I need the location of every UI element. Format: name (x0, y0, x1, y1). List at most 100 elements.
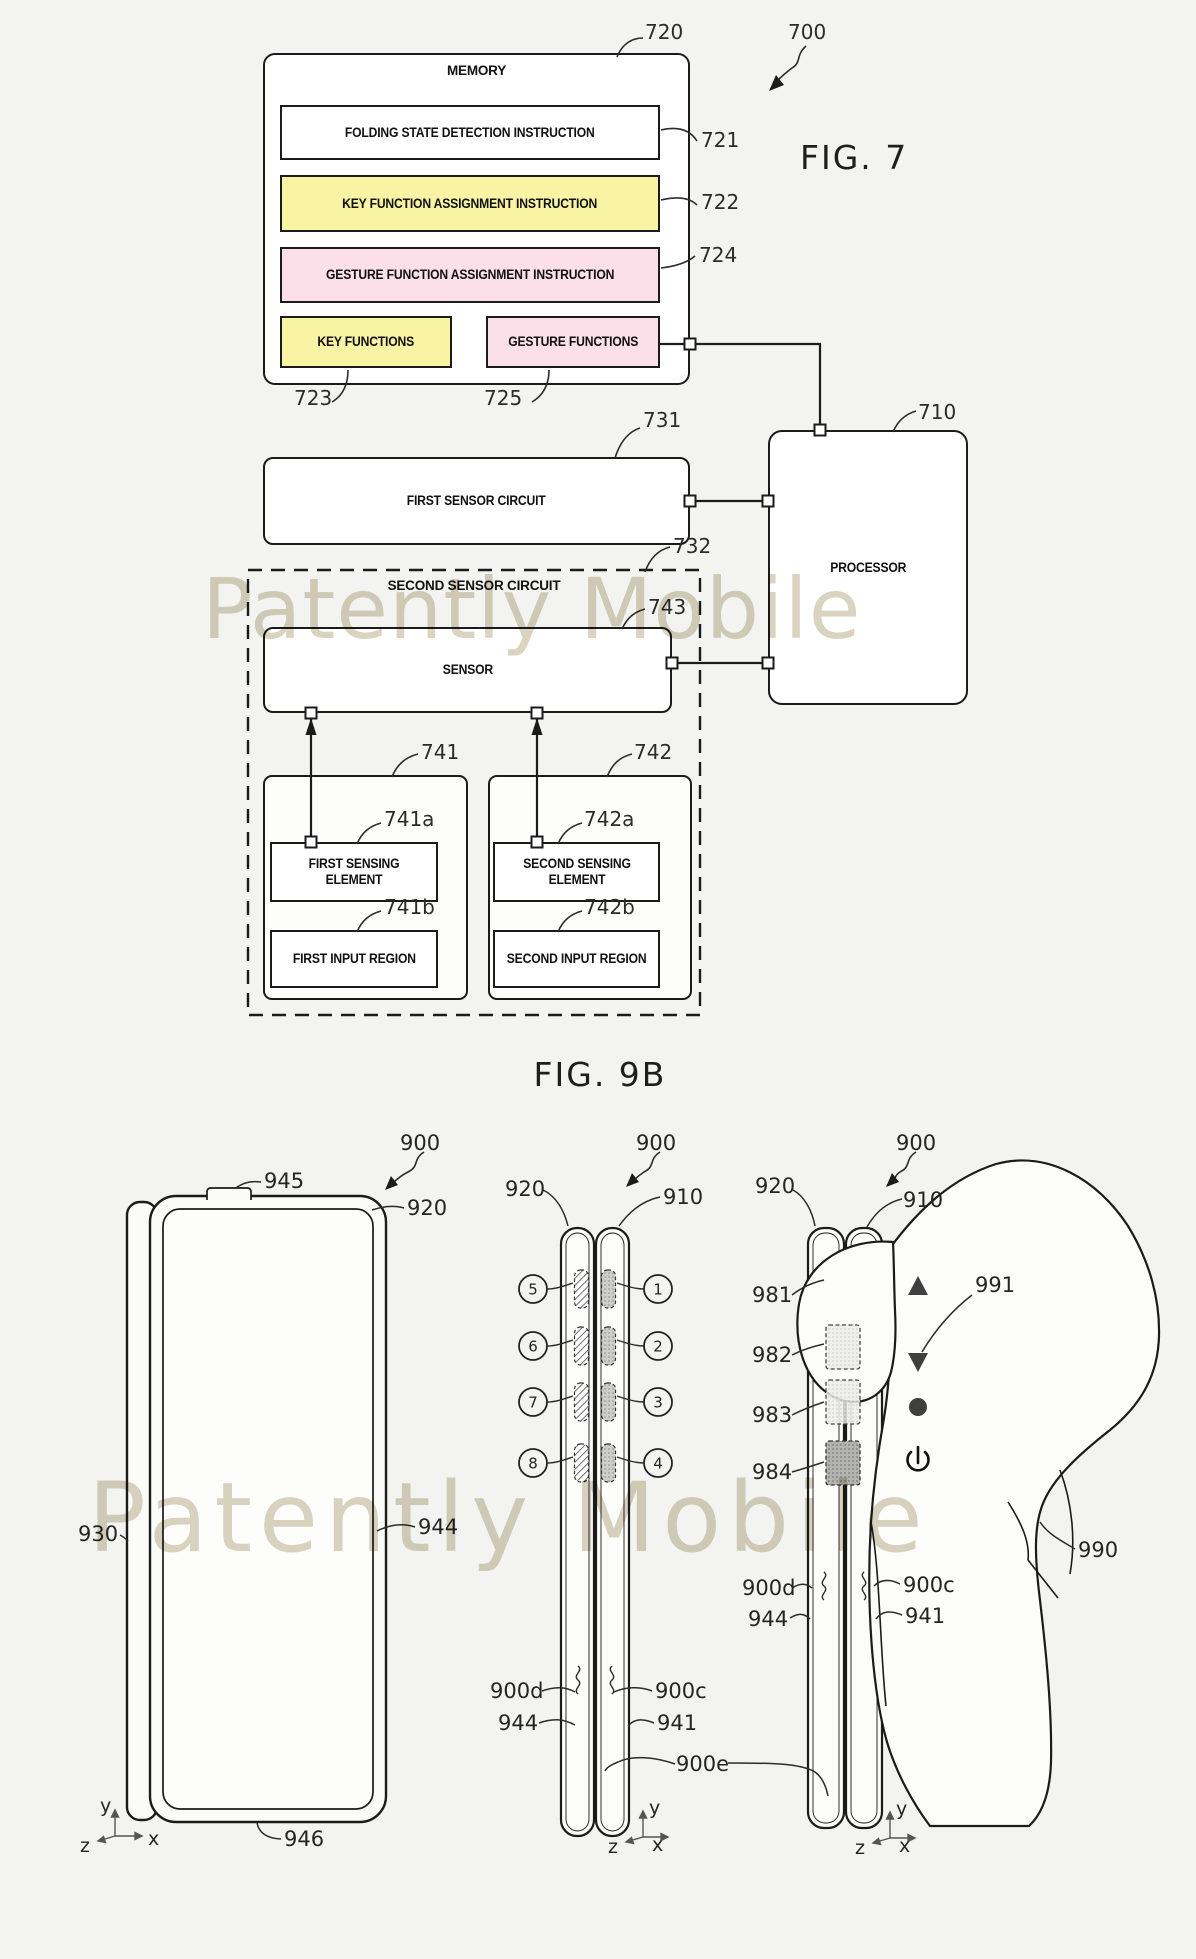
key-2: 2 (653, 1338, 663, 1356)
ref-945: 945 (264, 1169, 304, 1193)
pad-984 (825, 1440, 861, 1486)
ref-944-right: 944 (748, 1607, 788, 1631)
up-triangle-icon (908, 1276, 928, 1295)
ref-700-arrowhead (769, 75, 784, 91)
down-triangle-icon (908, 1353, 928, 1372)
sensor-box: SENSOR (263, 627, 672, 713)
top-notch (206, 1187, 252, 1200)
ref-900c-right: 900c (903, 1573, 955, 1597)
ref-743: 743 (648, 595, 687, 619)
axis-x-left: x (148, 1828, 159, 1850)
axis-y-left: y (100, 1795, 111, 1817)
ref-742a: 742a (584, 807, 635, 831)
axes-middle (624, 1809, 670, 1845)
axis-z-left: z (80, 1835, 90, 1857)
ref-900d-mid: 900d (490, 1679, 543, 1703)
ref-724: 724 (699, 243, 738, 267)
fig9b-drawing: 5 6 7 8 1 2 3 4 (78, 1131, 1161, 1859)
ref-720: 720 (645, 20, 684, 44)
axis-x-right: x (899, 1835, 910, 1857)
key-4: 4 (653, 1455, 663, 1473)
processor-box: PROCESSOR (768, 430, 968, 705)
ref-920-right: 920 (755, 1174, 795, 1198)
ref-742: 742 (634, 740, 673, 764)
key-5: 5 (528, 1281, 538, 1299)
pad-983 (825, 1379, 861, 1425)
fig9b-leader-lines (119, 1180, 1076, 1840)
ref-900d-right: 900d (742, 1576, 795, 1600)
ref-900-arrows (392, 1151, 917, 1184)
ref-982: 982 (752, 1343, 792, 1367)
memory-label: MEMORY (446, 63, 507, 78)
axis-z-right: z (855, 1837, 865, 1859)
hand (796, 1159, 1161, 1828)
second-input-region-box: SECOND INPUT REGION (493, 930, 660, 988)
folding-instruction-box: FOLDING STATE DETECTION INSTRUCTION (280, 105, 660, 160)
hand-crease-lines (870, 1469, 1074, 1707)
ref-946: 946 (284, 1827, 324, 1851)
dot-icon (909, 1398, 927, 1416)
ref-920-mid: 920 (505, 1177, 545, 1201)
axes-left (96, 1808, 144, 1844)
up-arrowheads (305, 718, 543, 735)
ref-991: 991 (975, 1273, 1015, 1297)
virtual-buttons (906, 1276, 930, 1472)
key-assign-instruction-box: KEY FUNCTION ASSIGNMENT INSTRUCTION (280, 175, 660, 232)
ref-900e: 900e (676, 1752, 729, 1776)
ref-731: 731 (643, 408, 682, 432)
side-view-sensing-pads (573, 1269, 617, 1483)
ref-910-mid: 910 (663, 1185, 703, 1209)
ref-732: 732 (673, 534, 712, 558)
key-functions-box: KEY FUNCTIONS (280, 316, 452, 368)
key-7: 7 (528, 1394, 538, 1412)
key-3: 3 (653, 1394, 663, 1412)
ref-742b: 742b (584, 895, 635, 919)
ref-981: 981 (752, 1283, 792, 1307)
key-1: 1 (653, 1281, 663, 1299)
ref-990: 990 (1078, 1538, 1118, 1562)
key-6: 6 (528, 1338, 538, 1356)
ref-983: 983 (752, 1403, 792, 1427)
ref-984: 984 (752, 1460, 792, 1484)
key-8: 8 (528, 1455, 538, 1473)
fig9b-title: FIG. 9B (533, 1055, 667, 1094)
light-pads (825, 1324, 861, 1425)
ref-725: 725 (484, 386, 523, 410)
ref-721: 721 (701, 128, 740, 152)
phone-side-view (559, 1226, 631, 1838)
ref-710: 710 (918, 400, 957, 424)
power-icon (906, 1445, 930, 1472)
phone-front-view (125, 1187, 388, 1824)
ref-741a: 741a (384, 807, 435, 831)
ref-741: 741 (421, 740, 460, 764)
gesture-functions-box: GESTURE FUNCTIONS (486, 316, 660, 368)
ref-900-right: 900 (896, 1131, 936, 1155)
ref-910-right: 910 (903, 1188, 943, 1212)
ref-930: 930 (78, 1522, 118, 1546)
second-sensing-element-box: SECOND SENSING ELEMENT (493, 842, 660, 902)
key-circle-leaders (546, 1282, 645, 1464)
axes-right (871, 1810, 917, 1846)
gesture-assign-instruction-box: GESTURE FUNCTION ASSIGNMENT INSTRUCTION (280, 247, 660, 303)
ref-944-left: 944 (418, 1515, 458, 1539)
first-sensing-element-box: FIRST SENSING ELEMENT (270, 842, 438, 902)
hand-outline (868, 1159, 1161, 1828)
ref-700: 700 (788, 20, 827, 44)
first-sensor-circuit-box: FIRST SENSOR CIRCUIT (263, 457, 690, 545)
first-input-region-box: FIRST INPUT REGION (270, 930, 438, 988)
ref-920-left: 920 (407, 1196, 447, 1220)
axis-z-mid: z (608, 1836, 618, 1858)
ref-722: 722 (701, 190, 740, 214)
second-sensor-circuit-title: SECOND SENSOR CIRCUIT (387, 578, 561, 593)
fig7-title: FIG. 7 (800, 138, 909, 177)
ref-941-mid: 941 (657, 1711, 697, 1735)
ref-900-mid: 900 (636, 1131, 676, 1155)
ref-941-right: 941 (905, 1604, 945, 1628)
ref-723: 723 (294, 386, 333, 410)
axis-x-mid: x (652, 1834, 663, 1856)
axis-y-mid: y (649, 1797, 660, 1819)
axis-y-right: y (896, 1798, 907, 1820)
ref-944-mid: 944 (498, 1711, 538, 1735)
front-screen (162, 1208, 374, 1810)
